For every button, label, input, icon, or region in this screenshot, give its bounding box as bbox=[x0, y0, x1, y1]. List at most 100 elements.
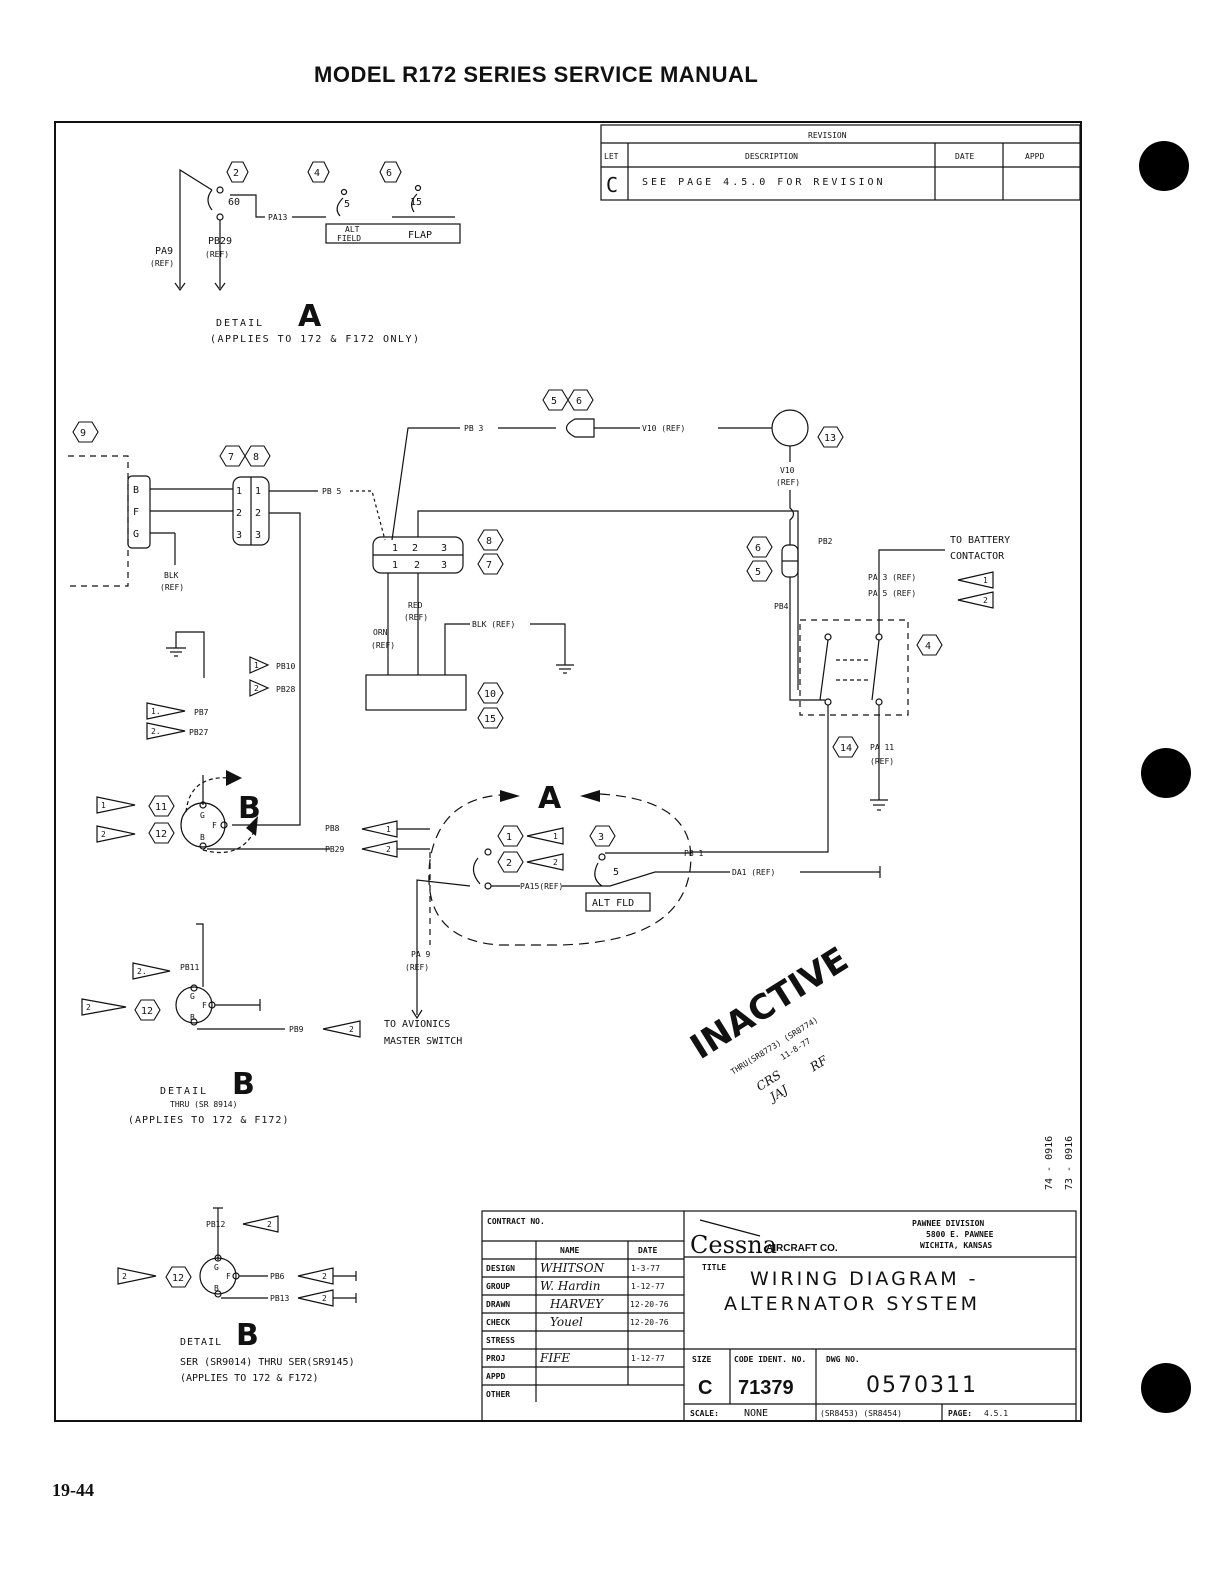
svg-text:FLAP: FLAP bbox=[408, 230, 432, 241]
svg-text:1: 1 bbox=[983, 576, 988, 585]
svg-text:2: 2 bbox=[236, 508, 242, 519]
svg-text:1: 1 bbox=[101, 801, 106, 810]
svg-text:TO BATTERY: TO BATTERY bbox=[950, 535, 1010, 546]
svg-text:DETAIL: DETAIL bbox=[180, 1337, 222, 1348]
svg-text:PB6: PB6 bbox=[270, 1272, 285, 1281]
svg-text:BLK (REF): BLK (REF) bbox=[472, 620, 515, 629]
revision-col-let: LET bbox=[604, 152, 619, 161]
svg-text:2: 2 bbox=[255, 508, 261, 519]
svg-text:Youel: Youel bbox=[550, 1315, 583, 1329]
svg-text:FIFE: FIFE bbox=[539, 1351, 570, 1365]
svg-text:PA 9: PA 9 bbox=[411, 950, 430, 959]
svg-text:PB 5: PB 5 bbox=[322, 487, 341, 496]
svg-text:12-20-76: 12-20-76 bbox=[630, 1318, 669, 1327]
svg-text:F: F bbox=[202, 1001, 207, 1010]
title-block-row: CHECK Youel 12-20-76 bbox=[482, 1315, 684, 1332]
svg-text:SCALE:: SCALE: bbox=[690, 1409, 719, 1418]
svg-text:DESIGN: DESIGN bbox=[486, 1264, 515, 1273]
svg-text:PAWNEE DIVISION: PAWNEE DIVISION bbox=[912, 1219, 984, 1228]
inactive-stamp: INACTIVE THRU(SR8773) (SR8774) 11-8-77 C… bbox=[684, 940, 856, 1106]
svg-text:FIELD: FIELD bbox=[337, 234, 361, 243]
svg-text:B: B bbox=[190, 1013, 195, 1022]
svg-text:1-12-77: 1-12-77 bbox=[631, 1354, 665, 1363]
svg-text:THRU (SR 8914): THRU (SR 8914) bbox=[170, 1100, 237, 1109]
svg-text:1: 1 bbox=[506, 832, 512, 843]
svg-text:(REF): (REF) bbox=[405, 963, 429, 972]
svg-text:4: 4 bbox=[314, 168, 320, 179]
master-switch-box bbox=[799, 619, 909, 716]
svg-text:G: G bbox=[200, 811, 205, 820]
svg-text:5: 5 bbox=[344, 199, 350, 210]
svg-text:B: B bbox=[214, 1284, 219, 1293]
company-logo: Cessna bbox=[690, 1231, 777, 1259]
revision-col-description: DESCRIPTION bbox=[745, 152, 798, 161]
detail-b-first: 2. PB11 G F B 2 12 PB9 2 DETAIL B THRU (… bbox=[81, 923, 361, 1126]
svg-text:1-12-77: 1-12-77 bbox=[631, 1282, 665, 1291]
svg-text:B: B bbox=[232, 1067, 255, 1102]
detail-a: 2 4 6 60 PA13 5 15 ALT FIELD FLAP PB29 (… bbox=[150, 161, 461, 345]
svg-text:OTHER: OTHER bbox=[486, 1390, 510, 1399]
svg-text:NAME: NAME bbox=[560, 1246, 579, 1255]
svg-text:PB27: PB27 bbox=[189, 728, 208, 737]
svg-text:DETAIL: DETAIL bbox=[216, 318, 264, 329]
svg-text:2: 2 bbox=[254, 684, 259, 693]
svg-text:CODE IDENT. NO.: CODE IDENT. NO. bbox=[734, 1355, 806, 1364]
svg-text:6: 6 bbox=[755, 543, 761, 554]
svg-text:F: F bbox=[133, 507, 139, 518]
lamp-13 bbox=[771, 409, 809, 447]
svg-text:PA15(REF): PA15(REF) bbox=[520, 882, 563, 891]
svg-text:A: A bbox=[538, 781, 562, 816]
svg-text:(APPLIES TO 172 & F172 ONLY): (APPLIES TO 172 & F172 ONLY) bbox=[210, 334, 421, 345]
title-block-row: GROUP W. Hardin 1-12-77 bbox=[482, 1279, 684, 1296]
svg-text:B: B bbox=[238, 791, 261, 826]
svg-text:(REF): (REF) bbox=[205, 250, 229, 259]
svg-text:2: 2 bbox=[553, 858, 558, 867]
hex-9 bbox=[72, 421, 99, 443]
svg-text:PB29: PB29 bbox=[325, 845, 344, 854]
svg-text:AIRCRAFT CO.: AIRCRAFT CO. bbox=[766, 1243, 838, 1254]
svg-text:F: F bbox=[226, 1272, 231, 1281]
svg-text:PB13: PB13 bbox=[270, 1294, 289, 1303]
hex-2 bbox=[226, 161, 249, 183]
svg-text:ALT FLD: ALT FLD bbox=[592, 898, 634, 909]
svg-text:NONE: NONE bbox=[744, 1408, 768, 1419]
revision-block: REVISION LET DESCRIPTION DATE APPD C SEE… bbox=[600, 124, 1081, 201]
svg-text:12: 12 bbox=[155, 829, 167, 840]
svg-text:(APPLIES TO 172 & F172): (APPLIES TO 172 & F172) bbox=[128, 1115, 289, 1126]
svg-text:11: 11 bbox=[155, 802, 167, 813]
svg-text:2: 2 bbox=[414, 560, 420, 571]
svg-text:G: G bbox=[214, 1263, 219, 1272]
svg-text:F: F bbox=[212, 821, 217, 830]
side-number-73: 73 - 0916 bbox=[1064, 1136, 1075, 1190]
svg-text:2: 2 bbox=[267, 1220, 272, 1229]
svg-text:6: 6 bbox=[386, 168, 392, 179]
svg-text:1: 1 bbox=[236, 486, 242, 497]
page-header: MODEL R172 SERIES SERVICE MANUAL bbox=[314, 62, 759, 87]
svg-text:B: B bbox=[200, 833, 205, 842]
svg-text:TITLE: TITLE bbox=[702, 1263, 726, 1272]
svg-text:(REF): (REF) bbox=[870, 757, 894, 766]
svg-text:3: 3 bbox=[255, 530, 261, 541]
svg-text:2.: 2. bbox=[137, 967, 147, 976]
svg-text:5: 5 bbox=[551, 396, 557, 407]
svg-text:CONTRACT NO.: CONTRACT NO. bbox=[487, 1217, 545, 1226]
svg-text:7: 7 bbox=[486, 560, 492, 571]
svg-text:DETAIL: DETAIL bbox=[160, 1086, 208, 1097]
title-block: CONTRACT NO. NAME DATE DESIGN WHITSON 1-… bbox=[481, 1210, 1077, 1422]
svg-text:13: 13 bbox=[824, 433, 836, 444]
svg-text:2: 2 bbox=[386, 845, 391, 854]
svg-text:(SR8453) (SR8454): (SR8453) (SR8454) bbox=[820, 1409, 902, 1418]
svg-text:TO AVIONICS: TO AVIONICS bbox=[384, 1019, 450, 1030]
svg-text:V10 (REF): V10 (REF) bbox=[642, 424, 685, 433]
svg-text:2: 2 bbox=[101, 830, 106, 839]
svg-text:STRESS: STRESS bbox=[486, 1336, 515, 1345]
svg-text:(REF): (REF) bbox=[150, 259, 174, 268]
svg-text:DATE: DATE bbox=[638, 1246, 657, 1255]
revision-col-appd: APPD bbox=[1025, 152, 1044, 161]
title-block-row: PROJ FIFE 1-12-77 bbox=[482, 1351, 684, 1368]
svg-text:PA 3 (REF): PA 3 (REF) bbox=[868, 573, 916, 582]
svg-text:DA1 (REF): DA1 (REF) bbox=[732, 868, 775, 877]
svg-text:3: 3 bbox=[236, 530, 242, 541]
svg-text:2: 2 bbox=[322, 1272, 327, 1281]
